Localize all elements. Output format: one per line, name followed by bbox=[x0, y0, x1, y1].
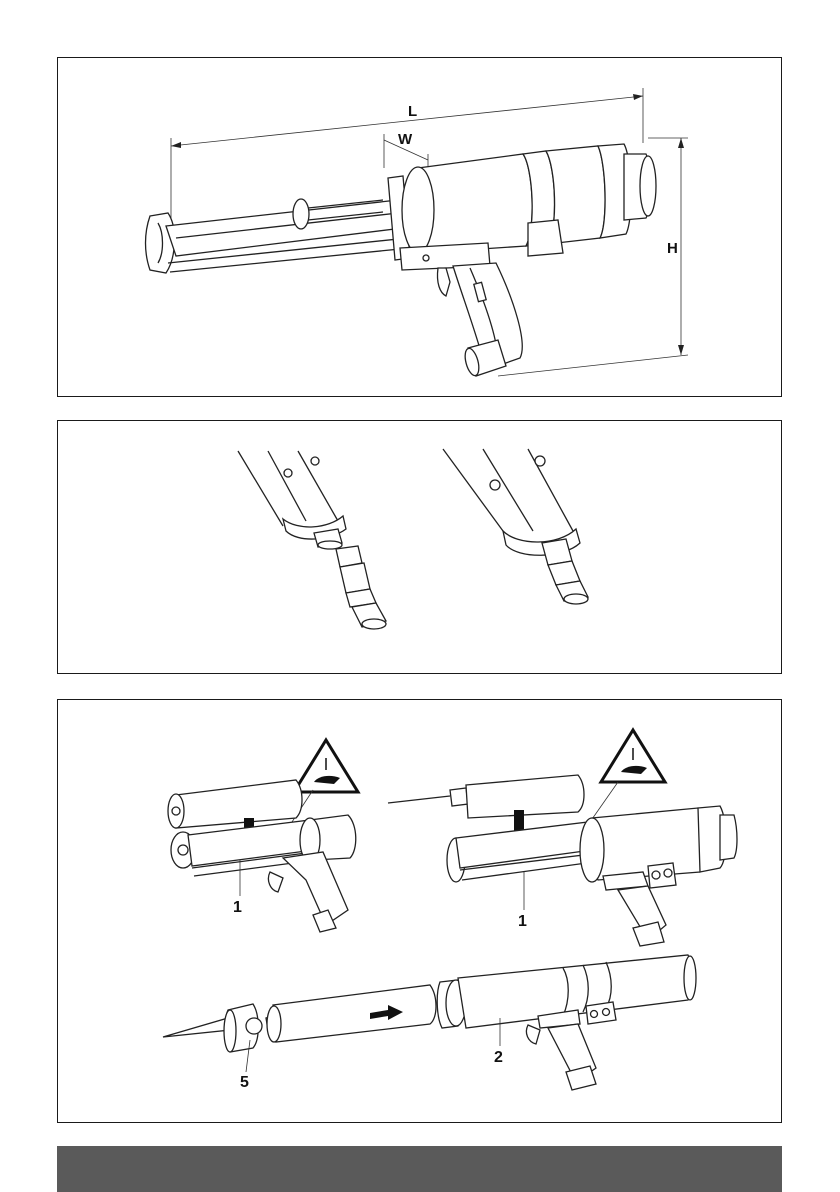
dimension-drawing: L W H bbox=[58, 58, 783, 398]
arrow-icon bbox=[678, 345, 684, 355]
air-coupling-figure-panel bbox=[57, 420, 782, 674]
crush-hazard-warning-icon bbox=[294, 740, 358, 792]
handle-disconnected-illustration bbox=[238, 451, 386, 629]
crush-hazard-warning-icon bbox=[601, 730, 665, 782]
arrow-icon bbox=[171, 142, 181, 148]
dimension-label-l: L bbox=[408, 103, 417, 120]
dimension-label-w: W bbox=[398, 131, 413, 148]
height-extension-bottom bbox=[498, 355, 688, 376]
barrel-gun-loading-illustration bbox=[163, 955, 696, 1090]
arrow-icon bbox=[633, 94, 643, 100]
dimension-figure-panel: L W H bbox=[57, 57, 782, 397]
callout-1-left: 1 bbox=[233, 899, 242, 916]
dimension-label-h: H bbox=[667, 240, 678, 257]
caulking-gun-illustration bbox=[146, 144, 657, 377]
arrow-icon bbox=[678, 138, 684, 148]
short-gun-loading-illustration bbox=[168, 780, 356, 932]
long-gun-loading-illustration bbox=[388, 775, 737, 946]
footer-bar bbox=[57, 1146, 782, 1192]
callout-5: 5 bbox=[240, 1074, 249, 1091]
cartridge-loading-drawing: 1 1 bbox=[58, 700, 783, 1124]
handle-connected-illustration bbox=[443, 449, 588, 604]
callout-2: 2 bbox=[494, 1049, 503, 1066]
cartridge-loading-figure-panel: 1 1 bbox=[57, 699, 782, 1123]
callout-1-right: 1 bbox=[518, 913, 527, 930]
air-coupling-drawing bbox=[58, 421, 783, 675]
